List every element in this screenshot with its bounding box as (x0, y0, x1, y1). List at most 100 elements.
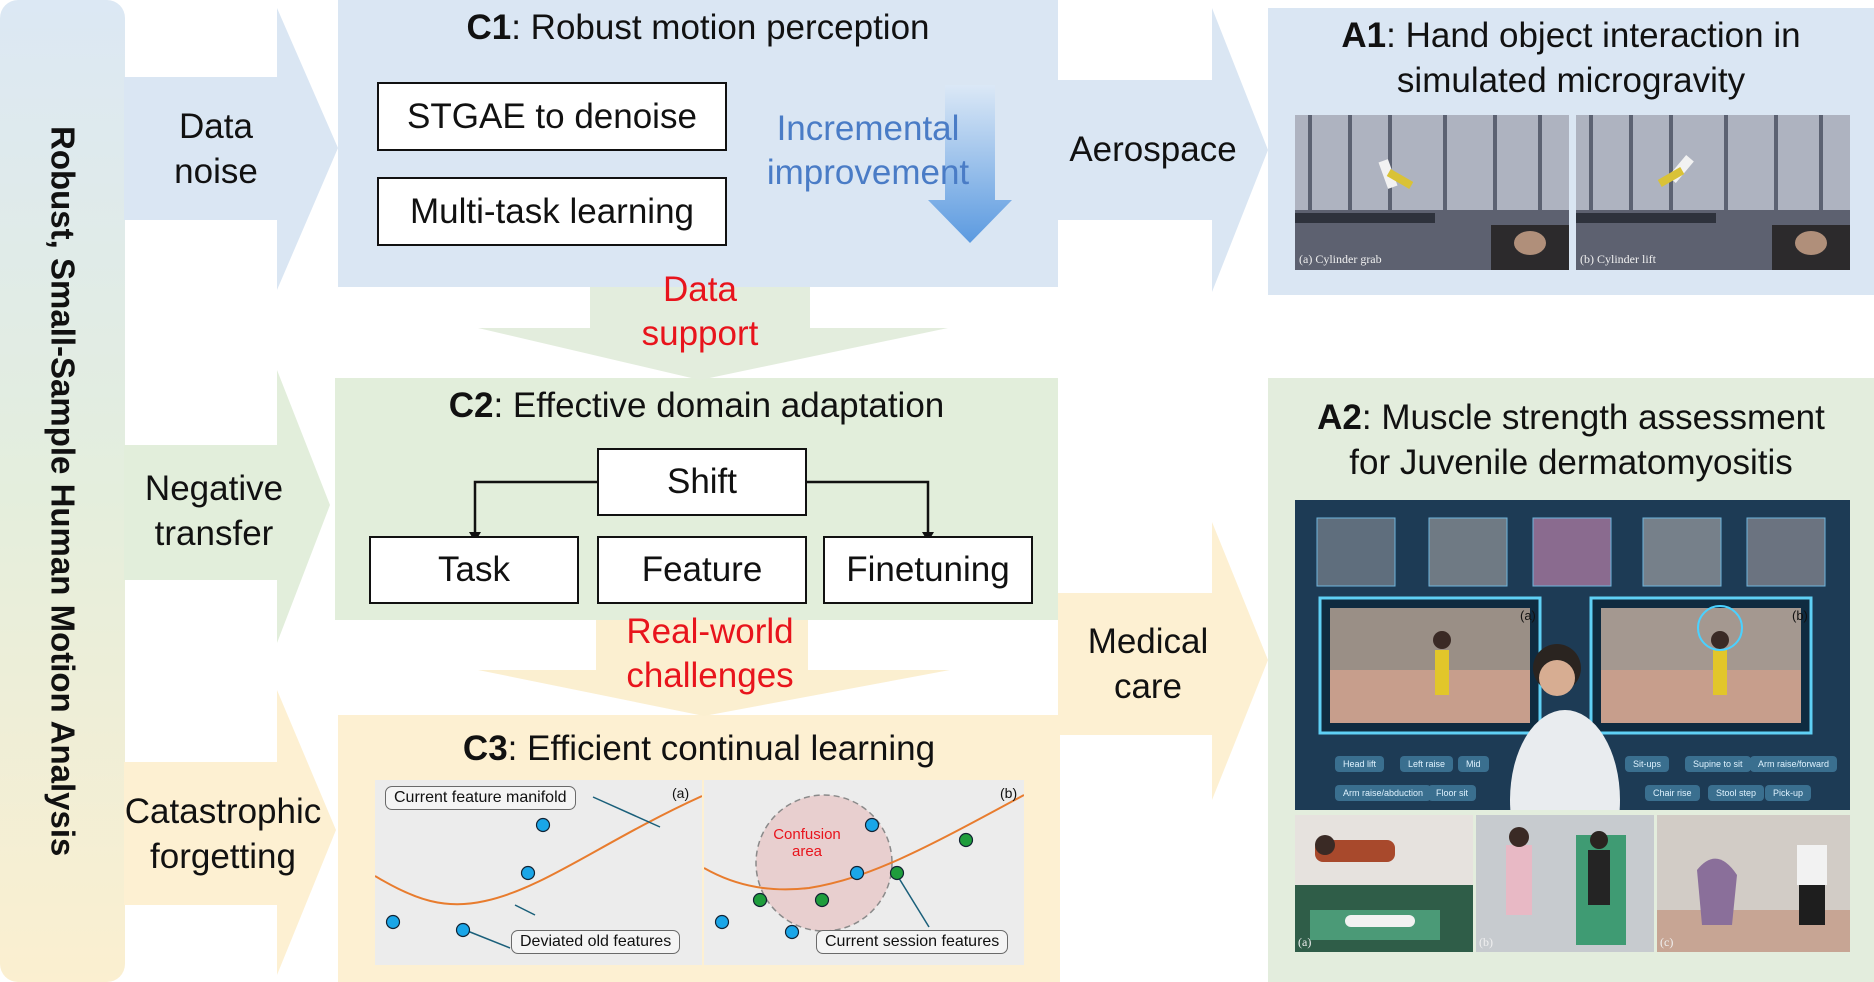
old-feature-point (864, 817, 880, 833)
a1-title-bold: A1 (1341, 16, 1387, 55)
leader-current-session (896, 874, 930, 928)
c3-panel-b: Confusion area Current session features … (704, 780, 1024, 965)
data-support-label: Data support (641, 270, 759, 354)
session-feature-point (958, 832, 974, 848)
c2-title: C2: Effective domain adaptation (335, 386, 1058, 426)
a2-ui-button: Chair rise (1645, 785, 1700, 801)
a1-photo-lift: (b) Cylinder lift (1576, 115, 1850, 270)
arrow-medical (1058, 522, 1268, 800)
arrow-data-noise (124, 8, 338, 290)
c3-panel-a-plot (375, 795, 702, 949)
a2-photo-b-art (1476, 815, 1654, 952)
a2-ui-button: Stool step (1708, 785, 1765, 801)
label-catastrophic-forgetting: Catastrophic forgetting (124, 792, 322, 876)
a2-photo-a-art (1295, 815, 1473, 952)
callout-deviated: Deviated old features (511, 930, 681, 954)
old-feature-point (455, 922, 471, 938)
a1-photo-lift-art (1576, 115, 1850, 270)
a2-dashboard-art (1295, 500, 1850, 810)
confusion-label: Confusion area (773, 826, 841, 860)
label-negative-transfer: Negative transfer (144, 469, 284, 553)
side-title-wrap: Robust, Small-Sample Human Motion Analys… (0, 0, 125, 982)
connector-shift-task (473, 480, 598, 535)
a2-ui-button: Supine to sit (1685, 756, 1751, 772)
a1-caption-lift: (b) Cylinder lift (1580, 252, 1656, 266)
a2-ui-button: Pick-up (1765, 785, 1812, 801)
old-feature-point (714, 914, 730, 930)
old-feature-point (849, 865, 865, 881)
c3-title-bold: C3 (462, 729, 508, 768)
a1-title: A1: Hand object interaction in simulated… (1268, 14, 1874, 104)
leader-manifold-a (592, 796, 661, 828)
session-feature-point (814, 892, 830, 908)
c3-panel-b-label: (b) (1000, 785, 1018, 801)
a2-title-rest: : Muscle strength assessment for Juvenil… (1349, 398, 1825, 482)
a2-ui-button: Arm raise/abduction (1335, 785, 1432, 801)
arrow-negative-transfer (124, 370, 330, 643)
arrow-real-world (478, 620, 950, 716)
a2-title: A2: Muscle strength assessment for Juven… (1268, 396, 1874, 486)
a2-ui-button: Sit-ups (1625, 756, 1670, 772)
c2-box-feature: Feature (597, 536, 807, 604)
a2-thumbnails (1316, 517, 1826, 587)
a1-title-rest: : Hand object interaction in simulated m… (1386, 16, 1801, 100)
real-world-label: Real-world challenges (626, 612, 794, 696)
c3-title: C3: Efficient continual learning (338, 729, 1060, 769)
old-feature-point (520, 865, 536, 881)
a2-photo-c-label: (c) (1660, 935, 1674, 949)
label-medical: Medical care (1087, 622, 1209, 706)
c1-title-rest: : Robust motion perception (511, 8, 930, 47)
label-aerospace: Aerospace (1069, 129, 1237, 169)
c3-panel-a-label: (a) (672, 785, 690, 801)
a2-photo-c: (c) (1657, 815, 1850, 952)
leader-deviated-1 (514, 904, 536, 916)
session-feature-point (889, 865, 905, 881)
a2-ui-button: Floor sit (1428, 785, 1477, 801)
c3-panel-b-plot (704, 794, 1024, 940)
c1-title: C1: Robust motion perception (338, 8, 1058, 48)
confusion-circle (755, 794, 893, 932)
c1-title-bold: C1 (466, 8, 512, 47)
callout-current-session: Current session features (816, 930, 1009, 954)
c3-panel-a: Current feature manifold Deviated old fe… (375, 780, 702, 965)
manifold-curve-b (704, 794, 1024, 891)
a2-screen-b-label: (b) (1792, 608, 1808, 623)
label-data-noise: Data noise (174, 107, 258, 191)
a2-ui-button: Mid (1458, 756, 1489, 772)
c2-box-shift: Shift (597, 448, 807, 516)
side-bar (0, 0, 125, 982)
a2-ui-button: Arm raise/forward (1750, 756, 1838, 772)
arrow-data-support (478, 287, 948, 380)
a2-ui-button: Left raise (1400, 756, 1454, 772)
c1-box-stgae: STGAE to denoise (377, 82, 727, 151)
a2-photo-a-label: (a) (1298, 935, 1312, 949)
arrow-catastrophic (124, 690, 336, 975)
incremental-label: Incremental improvement (766, 109, 970, 193)
c2-box-task: Task (369, 536, 579, 604)
callout-current-manifold: Current feature manifold (385, 786, 576, 810)
connector-shift-finetuning (806, 480, 930, 535)
c2-box-finetuning: Finetuning (823, 536, 1033, 604)
a2-screen-a-label: (a) (1520, 608, 1536, 623)
old-feature-point (784, 924, 800, 940)
a2-title-bold: A2 (1317, 398, 1362, 437)
old-feature-point (535, 817, 551, 833)
c3-title-rest: : Efficient continual learning (507, 729, 936, 768)
a2-photo-c-art (1657, 815, 1850, 952)
leader-deviated-2 (464, 929, 511, 949)
c1-box-multitask: Multi-task learning (377, 177, 727, 246)
a2-dashboard: (a) (b) Head lift Left raise Mid Sit-ups… (1295, 500, 1850, 810)
manifold-curve-a (375, 795, 702, 906)
old-feature-point (385, 914, 401, 930)
a2-ui-button: Head lift (1335, 756, 1385, 772)
a2-photo-a: (a) (1295, 815, 1473, 952)
a1-photo-grab: (a) Cylinder grab (1295, 115, 1569, 270)
c2-title-rest: : Effective domain adaptation (493, 386, 945, 425)
a1-caption-grab: (a) Cylinder grab (1299, 252, 1382, 266)
c2-title-bold: C2 (448, 386, 494, 425)
incremental-arrow (928, 85, 1012, 243)
a2-photo-b-label: (b) (1479, 935, 1493, 949)
a1-photo-grab-art (1295, 115, 1569, 270)
a2-photo-b: (b) (1476, 815, 1654, 952)
arrow-aerospace (1058, 8, 1268, 292)
